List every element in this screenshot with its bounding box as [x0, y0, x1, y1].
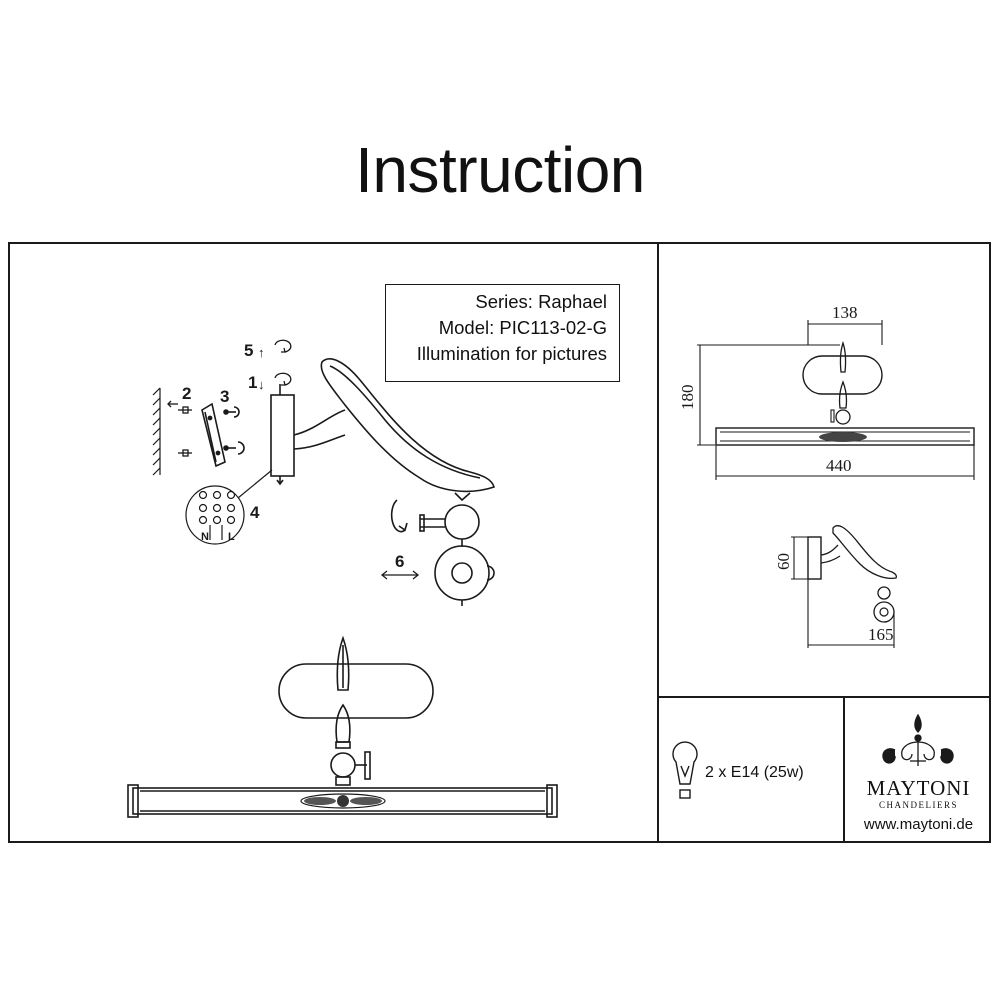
bulb-icon — [672, 741, 698, 799]
model-label: Model: PIC113-02-G — [438, 317, 607, 338]
panel-divider-vertical — [657, 242, 659, 843]
terminal-block-detail — [185, 469, 273, 545]
step-2-label: 2 — [182, 384, 191, 403]
lamp-joint — [390, 492, 495, 606]
dimension-base-height: 60 — [774, 553, 793, 570]
description-label: Illumination for pictures — [416, 343, 607, 364]
step-3-label: 3 — [220, 387, 229, 406]
fleur-de-lis-icon — [882, 713, 954, 766]
wall-base-box — [270, 384, 295, 486]
step-1-label: 1 — [248, 373, 257, 392]
front-view-finial — [330, 635, 371, 786]
dimension-height: 180 — [678, 385, 697, 411]
product-info-box: Series: Raphael Model: PIC113-02-G Illum… — [385, 284, 620, 382]
mounting-bracket — [201, 402, 245, 468]
wall-plugs — [167, 400, 192, 457]
brand-name: MAYTONI — [866, 776, 971, 800]
panel-divider-horizontal — [657, 696, 991, 698]
front-view-tube — [127, 784, 558, 818]
page-title: Instruction — [355, 134, 645, 206]
neutral-terminal-label: N — [201, 531, 209, 543]
brand-tagline: CHANDELIERS — [879, 800, 958, 810]
series-label: Series: Raphael — [475, 291, 607, 312]
dimension-front-drawing — [697, 320, 975, 480]
dimension-depth: 165 — [868, 625, 894, 644]
step-4-label: 4 — [250, 503, 260, 522]
dimension-length: 440 — [826, 456, 852, 475]
step-6-label: 6 — [395, 552, 404, 571]
instruction-sheet — [8, 242, 991, 843]
front-view-shade — [278, 663, 434, 719]
live-terminal-label: L — [228, 531, 235, 543]
step-5-label: 5 — [244, 341, 253, 360]
step-1-arrow: ↓ — [258, 377, 265, 392]
logo-divider — [843, 696, 845, 843]
lamp-arm — [293, 358, 495, 493]
dimension-shade-width: 138 — [832, 303, 858, 322]
rotate-arrows — [274, 339, 292, 386]
dimension-side-drawing — [791, 525, 898, 648]
step-5-arrow: ↑ — [258, 345, 265, 360]
wall-hatching — [152, 387, 161, 476]
bulb-spec: 2 x E14 (25w) — [705, 764, 804, 781]
brand-url[interactable]: www.maytoni.de — [863, 816, 974, 833]
slide-arrow — [380, 570, 420, 580]
